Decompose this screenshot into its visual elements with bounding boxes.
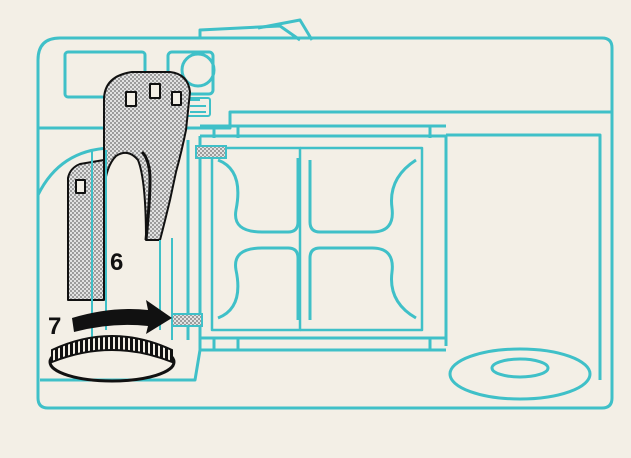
step-7-label: 7 — [48, 313, 61, 340]
sprocket-roller-top — [195, 145, 227, 159]
step-6-label: 6 — [110, 249, 123, 276]
sprocket-roller-bottom — [171, 313, 203, 327]
film-leader — [67, 71, 191, 301]
camera-body-outline — [36, 18, 614, 410]
winding-knob — [48, 335, 176, 383]
wind-direction-arrow — [72, 300, 172, 334]
